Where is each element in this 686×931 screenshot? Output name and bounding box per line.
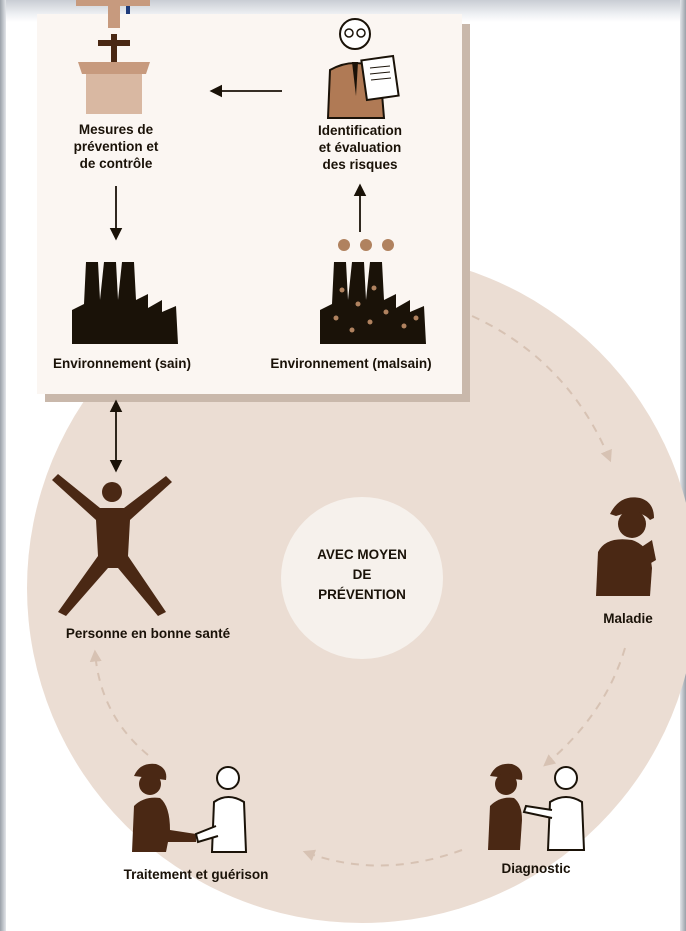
speaker-at-podium-icon xyxy=(76,0,150,114)
frame-edge-right xyxy=(680,0,686,931)
arrow-traitement-to-personne xyxy=(89,649,149,756)
label-env-sain: Environnement (sain) xyxy=(52,356,192,371)
label-maladie: Maladie xyxy=(603,611,653,626)
arrow-maladie-to-diagnostic xyxy=(543,647,626,767)
center-disc xyxy=(281,497,443,659)
inspector-with-clipboard-icon xyxy=(326,18,400,119)
label-identification: Identification et évaluation des risques xyxy=(318,123,402,172)
label-mesures: Mesures de prévention et de contrôle xyxy=(73,122,159,171)
label-env-malsain: Environnement (malsain) xyxy=(270,356,432,371)
factory-icon xyxy=(72,262,178,344)
doctor-shaking-hands-icon xyxy=(132,763,248,853)
label-center: AVEC MOYEN DE PRÉVENTION xyxy=(317,547,407,602)
arrow-diagnostic-to-traitement xyxy=(302,849,463,867)
sick-worker-icon xyxy=(596,497,656,596)
label-traitement: Traitement et guérison xyxy=(123,867,269,882)
label-diagnostic: Diagnostic xyxy=(501,861,571,876)
doctor-examining-worker-icon xyxy=(488,763,586,851)
label-personne: Personne en bonne santé xyxy=(65,626,231,641)
healthy-person-icon xyxy=(52,474,172,616)
polluting-factory-icon xyxy=(320,239,426,344)
frame-edge-left xyxy=(0,0,6,931)
frame-accent xyxy=(126,0,130,16)
